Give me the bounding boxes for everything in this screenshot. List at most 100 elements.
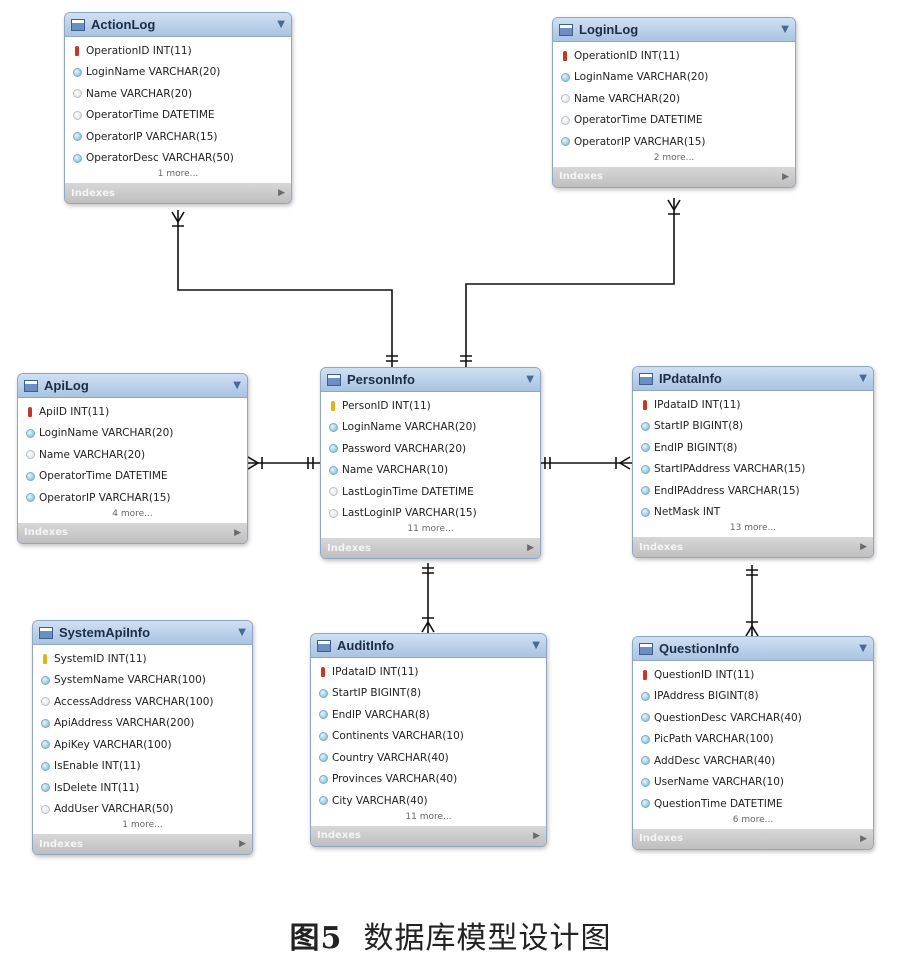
column-row[interactable]: QuestionID INT(11) xyxy=(633,664,873,686)
more-columns-link[interactable]: 1 more... xyxy=(122,820,163,830)
column-row[interactable]: IPAddress BIGINT(8) xyxy=(633,686,873,708)
entity-questioninfo[interactable]: QuestionInfo▼ QuestionID INT(11)IPAddress… xyxy=(632,636,874,850)
column-row[interactable]: OperatorIP VARCHAR(15) xyxy=(65,126,291,148)
column-row[interactable]: EndIP BIGINT(8) xyxy=(633,437,873,459)
column-row[interactable]: OperatorTime DATETIME xyxy=(18,466,247,488)
column-row[interactable]: IPdataID INT(11) xyxy=(633,394,873,416)
expand-arrow-icon[interactable]: ▶ xyxy=(533,830,540,841)
chevron-down-icon[interactable]: ▼ xyxy=(781,24,789,35)
column-row[interactable]: Continents VARCHAR(10) xyxy=(311,726,546,748)
column-row[interactable]: Name VARCHAR(10) xyxy=(321,460,540,482)
entity-header[interactable]: LoginLog ▼ xyxy=(553,18,795,42)
entity-title: LoginLog xyxy=(579,22,639,37)
column-row[interactable]: PicPath VARCHAR(100) xyxy=(633,729,873,751)
column-row[interactable]: EndIPAddress VARCHAR(15) xyxy=(633,480,873,502)
column-row[interactable]: Name VARCHAR(20) xyxy=(65,83,291,105)
expand-arrow-icon[interactable]: ▶ xyxy=(527,543,534,553)
expand-arrow-icon[interactable]: ▶ xyxy=(782,171,789,182)
column-row[interactable]: QuestionTime DATETIME xyxy=(633,793,873,815)
expand-arrow-icon[interactable]: ▶ xyxy=(239,839,246,849)
expand-arrow-icon[interactable]: ▶ xyxy=(234,527,241,538)
column-row[interactable]: OperationID INT(11) xyxy=(553,45,795,67)
more-columns-link[interactable]: 6 more... xyxy=(732,814,774,825)
column-row[interactable]: Country VARCHAR(40) xyxy=(311,747,546,769)
entity-auditinfo[interactable]: AuditInfo▼ IPdataID INT(11)StartIP BIGINT… xyxy=(310,633,547,847)
chevron-down-icon[interactable]: ▼ xyxy=(859,373,867,384)
column-label: OperatorTime DATETIME xyxy=(86,109,215,122)
column-row[interactable]: NetMask INT xyxy=(633,502,873,524)
column-row[interactable]: AccessAddress VARCHAR(100) xyxy=(33,691,252,713)
column-row[interactable]: IsDelete INT(11) xyxy=(33,777,252,799)
column-row[interactable]: ApiKey VARCHAR(100) xyxy=(33,734,252,756)
column-row[interactable]: LoginName VARCHAR(20) xyxy=(65,62,291,84)
column-row[interactable]: AddUser VARCHAR(50) xyxy=(33,799,252,821)
column-row[interactable]: Name VARCHAR(20) xyxy=(18,444,247,466)
column-row[interactable]: QuestionDesc VARCHAR(40) xyxy=(633,707,873,729)
entity-personinfo[interactable]: PersonInfo▼ PersonID INT(11)LoginName VAR… xyxy=(320,367,541,559)
expand-arrow-icon[interactable]: ▶ xyxy=(860,833,867,844)
column-row[interactable]: IsEnable INT(11) xyxy=(33,756,252,778)
column-row[interactable]: StartIP BIGINT(8) xyxy=(311,683,546,705)
column-row[interactable]: UserName VARCHAR(10) xyxy=(633,772,873,794)
more-columns-link[interactable]: 11 more... xyxy=(407,524,454,534)
entity-systemapiinfo[interactable]: SystemApiInfo▼ SystemID INT(11)SystemName… xyxy=(32,620,253,855)
entity-header[interactable]: PersonInfo▼ xyxy=(321,368,540,392)
indexes-section[interactable]: Indexes▶ xyxy=(553,166,795,187)
column-row[interactable]: IPdataID INT(11) xyxy=(311,661,546,683)
column-row[interactable]: EndIP VARCHAR(8) xyxy=(311,704,546,726)
entity-header[interactable]: AuditInfo▼ xyxy=(311,634,546,658)
column-row[interactable]: LastLoginTime DATETIME xyxy=(321,481,540,503)
indexes-section[interactable]: Indexes▶ xyxy=(633,537,873,557)
entity-header[interactable]: ApiLog▼ xyxy=(18,374,247,398)
chevron-down-icon[interactable]: ▼ xyxy=(532,640,540,651)
entity-header[interactable]: ActionLog▼ xyxy=(65,13,291,37)
more-columns-link[interactable]: 2 more... xyxy=(653,152,695,163)
more-columns-link[interactable]: 11 more... xyxy=(405,811,452,822)
more-columns-link[interactable]: 4 more... xyxy=(112,508,153,519)
column-row[interactable]: PersonID INT(11) xyxy=(321,395,540,417)
chevron-down-icon[interactable]: ▼ xyxy=(277,19,285,30)
indexes-section[interactable]: Indexes▶ xyxy=(311,825,546,846)
column-row[interactable]: Password VARCHAR(20) xyxy=(321,438,540,460)
indexes-section[interactable]: Indexes▶ xyxy=(321,538,540,558)
column-row[interactable]: LastLoginIP VARCHAR(15) xyxy=(321,503,540,525)
column-row[interactable]: OperatorDesc VARCHAR(50) xyxy=(65,148,291,170)
column-row[interactable]: LoginName VARCHAR(20) xyxy=(553,67,795,89)
indexes-section[interactable]: Indexes▶ xyxy=(65,183,291,203)
indexes-section[interactable]: Indexes▶ xyxy=(33,834,252,854)
chevron-down-icon[interactable]: ▼ xyxy=(526,374,534,385)
column-row[interactable]: Provinces VARCHAR(40) xyxy=(311,769,546,791)
entity-header[interactable]: SystemApiInfo▼ xyxy=(33,621,252,645)
column-row[interactable]: OperatorTime DATETIME xyxy=(553,110,795,132)
more-columns-link[interactable]: 1 more... xyxy=(157,169,199,179)
column-row[interactable]: OperatorIP VARCHAR(15) xyxy=(553,131,795,153)
column-row[interactable]: Name VARCHAR(20) xyxy=(553,88,795,110)
column-row[interactable]: LoginName VARCHAR(20) xyxy=(18,423,247,445)
column-row[interactable]: ApiAddress VARCHAR(200) xyxy=(33,713,252,735)
column-row[interactable]: OperationID INT(11) xyxy=(65,40,291,62)
entity-apilog[interactable]: ApiLog▼ ApiID INT(11)LoginName VARCHAR(20… xyxy=(17,373,248,544)
chevron-down-icon[interactable]: ▼ xyxy=(238,627,246,638)
column-row[interactable]: AddDesc VARCHAR(40) xyxy=(633,750,873,772)
column-row[interactable]: StartIPAddress VARCHAR(15) xyxy=(633,459,873,481)
column-row[interactable]: StartIP BIGINT(8) xyxy=(633,416,873,438)
chevron-down-icon[interactable]: ▼ xyxy=(859,643,867,654)
indexes-section[interactable]: Indexes▶ xyxy=(18,522,247,543)
column-row[interactable]: OperatorIP VARCHAR(15) xyxy=(18,487,247,509)
more-columns-link[interactable]: 13 more... xyxy=(729,523,777,533)
entity-ipdatainfo[interactable]: IPdataInfo▼ IPdataID INT(11)StartIP BIGIN… xyxy=(632,366,874,558)
entity-header[interactable]: QuestionInfo▼ xyxy=(633,637,873,661)
column-row[interactable]: LoginName VARCHAR(20) xyxy=(321,417,540,439)
column-row[interactable]: City VARCHAR(40) xyxy=(311,790,546,812)
entity-header[interactable]: IPdataInfo▼ xyxy=(633,367,873,391)
column-row[interactable]: OperatorTime DATETIME xyxy=(65,105,291,127)
expand-arrow-icon[interactable]: ▶ xyxy=(860,542,867,552)
column-row[interactable]: SystemName VARCHAR(100) xyxy=(33,670,252,692)
entity-actionlog[interactable]: ActionLog▼ OperationID INT(11)LoginName V… xyxy=(64,12,292,204)
indexes-section[interactable]: Indexes▶ xyxy=(633,828,873,849)
column-row[interactable]: ApiID INT(11) xyxy=(18,401,247,423)
expand-arrow-icon[interactable]: ▶ xyxy=(278,188,285,198)
entity-loginlog[interactable]: LoginLog ▼ OperationID INT(11)LoginName VA… xyxy=(552,17,796,188)
column-row[interactable]: SystemID INT(11) xyxy=(33,648,252,670)
chevron-down-icon[interactable]: ▼ xyxy=(233,380,241,391)
